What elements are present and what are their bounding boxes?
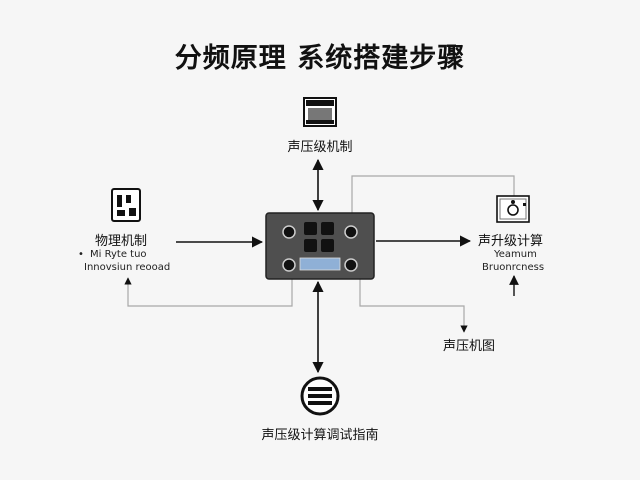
vent-icon	[300, 376, 340, 416]
node-bottom-label: 声压级计算调试指南	[261, 428, 379, 443]
node-left-label: 物理机制	[95, 234, 148, 249]
speaker-icon	[496, 195, 530, 223]
page-title: 分频原理 系统搭建步骤	[174, 43, 466, 74]
rack-icon	[111, 188, 141, 222]
node-left-sub2: Innovsiun reooad	[84, 262, 171, 273]
node-right-label: 声升级计算	[478, 234, 544, 249]
node-left-sub1: Mi Ryte tuo	[90, 249, 147, 260]
node-right-sub2: Bruonrcness	[482, 262, 545, 273]
guide-line-lower-left	[124, 277, 293, 307]
guide-line-top-right	[351, 175, 515, 214]
control-panel-icon	[265, 212, 375, 280]
battery-icon	[303, 97, 337, 127]
node-lower-right-label: 声压机图	[443, 339, 496, 354]
node-left-dot: •	[78, 249, 84, 260]
node-top-label: 声压级机制	[287, 140, 353, 155]
node-right-sub1: Yeamum	[494, 249, 537, 260]
guide-line-lower-right	[359, 278, 468, 333]
